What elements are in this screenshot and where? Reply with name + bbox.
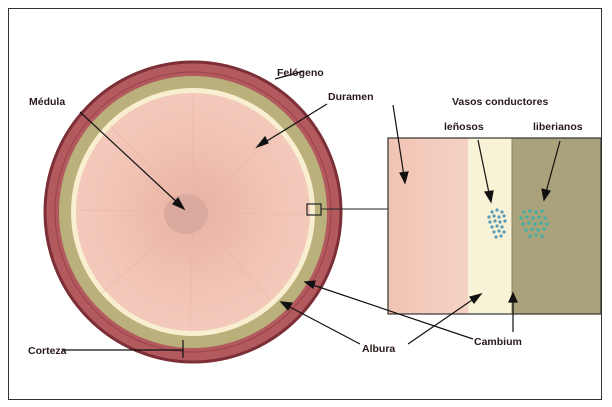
label-corteza: Corteza bbox=[28, 345, 67, 357]
label-vasos-conductores: Vasos conductores bbox=[452, 96, 548, 108]
label-medula: Médula bbox=[29, 96, 65, 108]
zoom-xylem-zone bbox=[468, 138, 512, 314]
label-albura: Albura bbox=[362, 343, 395, 355]
label-lenosos: leñosos bbox=[444, 121, 484, 133]
medulla bbox=[164, 194, 208, 234]
zoom-phloem-zone bbox=[512, 138, 601, 314]
label-felogeno: Felógeno bbox=[277, 67, 324, 79]
zoom-detail-box bbox=[388, 138, 601, 314]
leader-albura-1 bbox=[286, 305, 360, 344]
zoom-wood-zone bbox=[388, 138, 468, 314]
label-duramen: Duramen bbox=[328, 91, 374, 103]
label-cambium: Cambium bbox=[474, 336, 522, 348]
label-liberianos: liberianos bbox=[533, 121, 583, 133]
trunk-cross-section bbox=[45, 62, 388, 362]
